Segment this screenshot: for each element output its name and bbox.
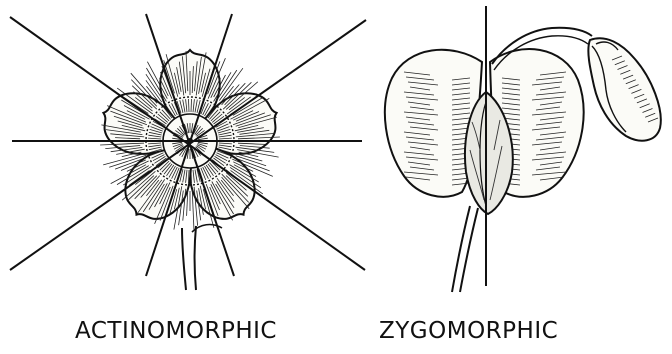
centre-hatch-stroke — [189, 170, 190, 183]
side-bud — [588, 38, 660, 140]
flower-stem — [182, 226, 196, 290]
actinomorphic-label: ACTINOMORPHIC — [75, 318, 277, 344]
centre-hatch-stroke — [191, 170, 192, 183]
zygomorphic-label: ZYGOMORPHIC — [379, 318, 558, 344]
centre-hatch-stroke — [189, 99, 190, 112]
pea-stem — [452, 206, 478, 292]
zygomorphic-flower — [385, 6, 661, 292]
centre-hatch-stroke — [191, 99, 192, 112]
actinomorphic-flower — [10, 14, 366, 290]
